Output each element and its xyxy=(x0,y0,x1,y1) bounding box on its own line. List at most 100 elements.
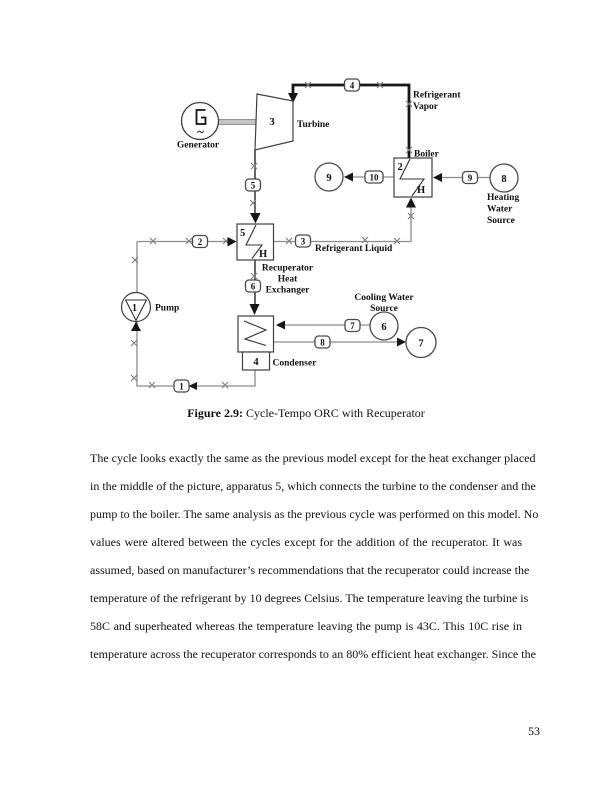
condenser-exchanger-zigzag xyxy=(243,320,268,347)
terminals: 9 8 6 7 xyxy=(314,162,519,359)
turbine-label: Turbine xyxy=(297,120,329,130)
body-line: values were altered between the cycles e… xyxy=(90,535,522,549)
figure-caption: Figure 2.9: Cycle-Tempo ORC with Recuper… xyxy=(0,406,612,421)
arrow-into-circle7 xyxy=(397,337,406,347)
boiler-number: 2 xyxy=(398,162,403,173)
stream-number-10: 10 xyxy=(370,173,380,183)
condenser: 4 Condenser xyxy=(237,315,318,371)
cooling-return-number: 7 xyxy=(418,339,423,350)
refrigerant-vapor-label-1: Refrigerant xyxy=(413,91,461,101)
arrow-into-turbine xyxy=(288,93,298,103)
arrow-into-circle9 xyxy=(344,172,353,182)
pipe-stream3 xyxy=(273,204,412,243)
body-line: 58C and superheated whereas the temperat… xyxy=(90,619,522,633)
pump-label: Pump xyxy=(155,304,179,314)
stream-number-1: 1 xyxy=(179,382,184,392)
arrow-stream1-left xyxy=(188,382,197,390)
boiler: 2 H Boiler xyxy=(393,150,440,198)
stream-number-9: 9 xyxy=(468,173,473,183)
figure-caption-label: Figure 2.9: xyxy=(187,406,243,420)
stream-number-2: 2 xyxy=(198,237,203,247)
stream-box-6: 6 xyxy=(244,279,262,293)
body-line: pump to the boiler. The same analysis as… xyxy=(90,507,539,521)
arrow-into-boiler-bottom xyxy=(406,197,416,208)
refrigerant-vapor-label-2: Vapor xyxy=(413,102,439,112)
stream-box-8: 8 xyxy=(314,335,331,349)
stream-box-1: 1 xyxy=(173,379,190,393)
body-line: assumed, based on manufacturer’s recomme… xyxy=(90,563,530,577)
stream-box-10: 10 xyxy=(364,170,384,184)
body-line: temperature across the recuperator corre… xyxy=(90,647,536,661)
condenser-label: Condenser xyxy=(273,359,318,369)
heating-return-number: 9 xyxy=(326,173,331,184)
boiler-h-mark: H xyxy=(417,185,425,196)
pump-impeller xyxy=(124,299,148,322)
arrow-into-boiler-right xyxy=(433,173,442,182)
arrow-into-pump xyxy=(131,321,141,331)
pump: 1 Pump xyxy=(120,291,179,323)
stream-box-5: 5 xyxy=(244,178,262,192)
heating-return-circle xyxy=(314,162,344,192)
cooling-source-circle xyxy=(369,311,399,341)
flow-arrows xyxy=(131,93,442,390)
heating-water-label-1: Heating xyxy=(487,193,519,203)
stream-box-7: 7 xyxy=(344,318,361,333)
arrow-into-recuperator-left xyxy=(227,237,237,247)
recuperator-label-1: Recuperator xyxy=(262,264,314,274)
generator-g-glyph xyxy=(195,109,207,125)
cooling-return-circle xyxy=(405,326,437,359)
stream-box-9: 9 xyxy=(461,170,479,185)
heating-water-label-2: Water xyxy=(487,205,513,215)
stream-number-3: 3 xyxy=(301,237,306,247)
gray-pipes xyxy=(136,176,490,387)
heating-source-number: 8 xyxy=(501,174,506,185)
condenser-number: 4 xyxy=(253,357,259,368)
flow-labels: Refrigerant Vapor Refrigerant Liquid Coo… xyxy=(315,91,519,315)
body-paragraph: The cycle looks exactly the same as the … xyxy=(90,444,539,668)
recuperator: 5 H Recuperator Heat Exchanger xyxy=(236,223,314,296)
recuperator-label-2: Heat xyxy=(278,275,298,285)
cooling-source-number: 6 xyxy=(381,322,386,333)
stream-boxes: 4 5 10 9 2 3 6 7 xyxy=(173,78,479,393)
arrow-into-recuperator-top xyxy=(250,213,261,224)
stream-number-7: 7 xyxy=(350,321,355,331)
generator-label: Generator xyxy=(177,141,220,151)
figure-diagram: ~ Generator 3 Turbine 2 H Boiler 5 H Rec… xyxy=(120,78,519,393)
recuperator-label-3: Exchanger xyxy=(266,286,311,296)
stream-number-4: 4 xyxy=(350,81,355,91)
stream-box-2: 2 xyxy=(191,234,209,249)
generator: ~ Generator xyxy=(177,101,257,151)
heating-water-label-3: Source xyxy=(487,216,515,226)
body-line: in the middle of the picture, apparatus … xyxy=(90,479,536,493)
recuperator-number: 5 xyxy=(240,228,245,239)
body-line: The cycle looks exactly the same as the … xyxy=(90,451,536,465)
condenser-sump xyxy=(241,351,271,371)
generator-wave-glyph: ~ xyxy=(197,124,204,139)
recuperator-exchanger-zigzag xyxy=(245,224,264,259)
generator-shaft xyxy=(218,119,257,125)
arrow-into-condenser-top xyxy=(249,304,260,315)
orc-cycle-diagram: ~ Generator 3 Turbine 2 H Boiler 5 H Rec… xyxy=(120,78,519,393)
stream-number-8: 8 xyxy=(320,338,325,348)
stream-number-5: 5 xyxy=(251,181,256,191)
refrigerant-liquid-label: Refrigerant Liquid xyxy=(315,244,393,254)
pipe-pump-loop xyxy=(136,241,256,387)
page-number: 53 xyxy=(528,724,540,738)
boiler-label: Boiler xyxy=(414,150,440,160)
cooling-water-label-1: Cooling Water xyxy=(354,293,414,303)
arrow-into-condenser-right xyxy=(276,320,285,330)
turbine-body xyxy=(254,93,294,151)
recuperator-h-mark: H xyxy=(259,249,267,260)
body-line: temperature of the refrigerant by 10 deg… xyxy=(90,591,529,605)
junction-cross-marks xyxy=(130,81,415,389)
boiler-exchanger-zigzag xyxy=(399,158,426,197)
stream-box-4: 4 xyxy=(343,78,361,92)
pump-number: 1 xyxy=(132,303,137,314)
turbine: 3 Turbine xyxy=(254,93,329,151)
turbine-number: 3 xyxy=(269,116,275,128)
figure-caption-title: Cycle-Tempo ORC with Recuperator xyxy=(243,406,425,420)
stream-number-6: 6 xyxy=(251,282,256,292)
cooling-water-label-2: Source xyxy=(370,304,398,314)
stream-box-3: 3 xyxy=(294,234,312,248)
heating-source-circle xyxy=(489,163,519,193)
